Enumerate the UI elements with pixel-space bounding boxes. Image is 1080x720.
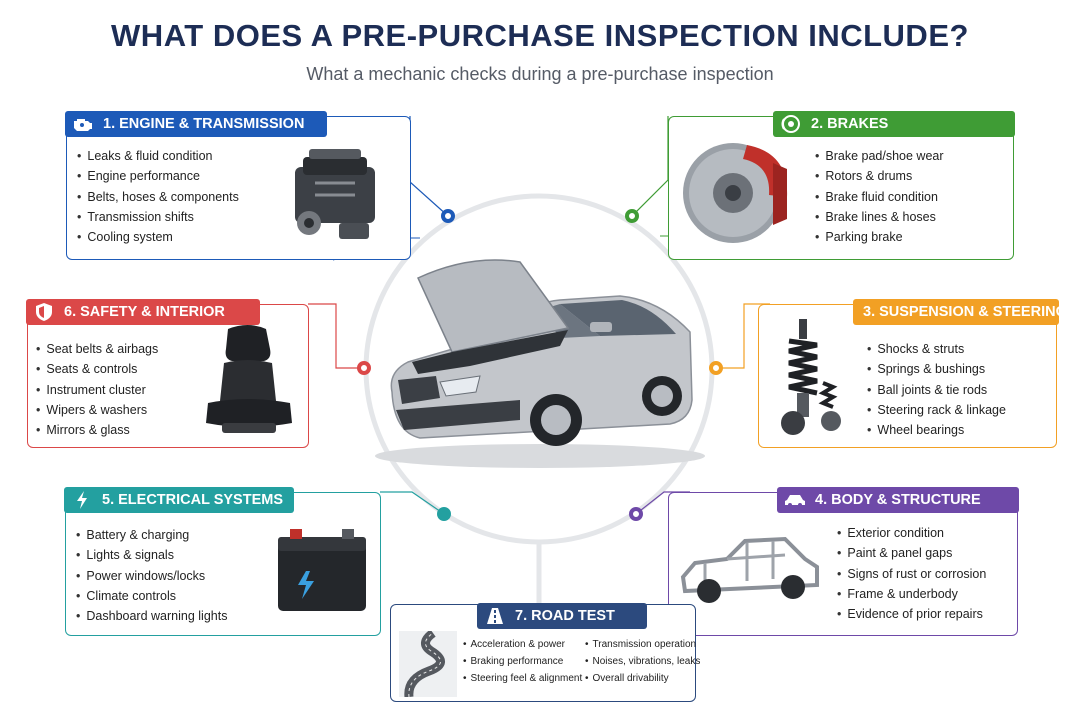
engine-hub-dot — [441, 209, 455, 223]
road-icon — [483, 606, 507, 626]
list-item: Brake lines & hoses — [815, 207, 944, 227]
list-item: Instrument cluster — [36, 380, 158, 400]
list-item: Springs & bushings — [867, 359, 1006, 379]
engine-card-header: 1. ENGINE & TRANSMISSION — [65, 111, 327, 137]
electrical-card-header: 5. ELECTRICAL SYSTEMS — [64, 487, 294, 513]
list-item: Parking brake — [815, 227, 944, 247]
body-card-header: 4. BODY & STRUCTURE — [777, 487, 1019, 513]
safety-card-title: 6. SAFETY & INTERIOR — [64, 304, 225, 320]
list-item: Cooling system — [77, 227, 239, 247]
list-item: Battery & charging — [76, 525, 227, 545]
road-test-card: 7. ROAD TEST Acceleration & power Transm… — [390, 603, 700, 702]
list-item: Rotors & drums — [815, 166, 944, 186]
list-item: Dashboard warning lights — [76, 606, 227, 626]
list-item: Steering rack & linkage — [867, 400, 1006, 420]
suspension-card-title: 3. SUSPENSION & STEERING — [863, 304, 1067, 320]
engine-card-title: 1. ENGINE & TRANSMISSION — [103, 116, 305, 132]
list-item: Transmission operation — [585, 639, 705, 650]
suspension-card: 3. SUSPENSION & STEERING Shocks & struts… — [758, 299, 1067, 448]
brakes-checklist: Brake pad/shoe wear Rotors & drums Brake… — [815, 146, 944, 247]
suspension-card-header: 3. SUSPENSION & STEERING — [853, 299, 1067, 325]
engine-image — [295, 149, 375, 239]
brakes-hub-dot — [625, 209, 639, 223]
list-item: Evidence of prior repairs — [837, 604, 986, 624]
body-card: 4. BODY & STRUCTURE Exterior condition P… — [668, 487, 1019, 636]
list-item: Signs of rust or corrosion — [837, 564, 986, 584]
list-item: Wipers & washers — [36, 400, 158, 420]
list-item: Acceleration & power — [463, 639, 585, 650]
list-item: Frame & underbody — [837, 584, 986, 604]
list-item: Ball joints & tie rods — [867, 380, 1006, 400]
car-icon — [783, 490, 807, 510]
engine-icon — [71, 114, 95, 134]
list-item: Brake fluid condition — [815, 187, 944, 207]
brake-disc-icon — [779, 114, 803, 134]
list-item: Braking performance — [463, 656, 585, 667]
engine-card: 1. ENGINE & TRANSMISSION Leaks & fluid c… — [65, 111, 411, 260]
list-item: Shocks & struts — [867, 339, 1006, 359]
body-hub-dot — [629, 507, 643, 521]
safety-card: 6. SAFETY & INTERIOR Seat belts & airbag… — [26, 299, 309, 448]
list-item: Mirrors & glass — [36, 420, 158, 440]
electrical-hub-dot — [437, 507, 451, 521]
suspension-checklist: Shocks & struts Springs & bushings Ball … — [867, 339, 1006, 440]
list-item: Seat belts & airbags — [36, 339, 158, 359]
list-item: Steering feel & alignment — [463, 673, 585, 684]
brakes-card: 2. BRAKES Brake pad/shoe wear Rotors & d… — [668, 111, 1015, 260]
safety-connector — [308, 303, 364, 369]
electrical-checklist: Battery & charging Lights & signals Powe… — [76, 525, 227, 626]
engine-connector — [409, 116, 449, 217]
electrical-card: 5. ELECTRICAL SYSTEMS Battery & charging… — [64, 487, 381, 636]
road-test-card-header: 7. ROAD TEST — [477, 603, 647, 629]
list-item: Climate controls — [76, 586, 227, 606]
safety-card-header: 6. SAFETY & INTERIOR — [26, 299, 260, 325]
list-item: Transmission shifts — [77, 207, 239, 227]
safety-hub-dot — [357, 361, 371, 375]
suspension-connector — [716, 303, 770, 369]
engine-checklist: Leaks & fluid condition Engine performan… — [77, 146, 239, 247]
body-card-title: 4. BODY & STRUCTURE — [815, 492, 981, 508]
list-item: Paint & panel gaps — [837, 543, 986, 563]
car-illustration — [375, 259, 705, 468]
car-frame-image — [680, 536, 819, 603]
brakes-card-title: 2. BRAKES — [811, 116, 889, 132]
shock-absorber-image — [781, 319, 841, 435]
list-item: Brake pad/shoe wear — [815, 146, 943, 166]
electrical-connector — [380, 491, 445, 515]
list-item: Power windows/locks — [76, 566, 227, 586]
page-subtitle: What a mechanic checks during a pre-purc… — [306, 64, 774, 84]
list-item: Noises, vibrations, leaks — [585, 656, 705, 667]
list-item: Lights & signals — [76, 545, 227, 565]
suspension-hub-dot — [709, 361, 723, 375]
list-item: Wheel bearings — [867, 420, 1006, 440]
list-item: Exterior condition — [837, 523, 986, 543]
electrical-card-title: 5. ELECTRICAL SYSTEMS — [102, 492, 284, 508]
brake-disc-image — [683, 143, 788, 243]
brakes-card-header: 2. BRAKES — [773, 111, 1015, 137]
road-test-card-title: 7. ROAD TEST — [515, 608, 615, 624]
list-item: Engine performance — [77, 166, 239, 186]
list-item: Leaks & fluid condition — [77, 146, 239, 166]
safety-checklist: Seat belts & airbags Seats & controls In… — [36, 339, 158, 440]
lightning-icon — [70, 490, 94, 510]
brakes-connector — [631, 116, 669, 217]
car-seat-image — [206, 325, 292, 433]
shield-icon — [32, 302, 56, 322]
list-item: Overall drivability — [585, 673, 705, 684]
page-title: WHAT DOES A PRE-PURCHASE INSPECTION INCL… — [111, 18, 969, 53]
list-item: Belts, hoses & components — [77, 187, 238, 207]
road-test-checklist: Acceleration & power Transmission operat… — [463, 639, 705, 684]
battery-image — [278, 529, 366, 611]
winding-road-image — [399, 631, 457, 697]
body-checklist: Exterior condition Paint & panel gaps Si… — [837, 523, 986, 624]
list-item: Seats & controls — [36, 359, 158, 379]
